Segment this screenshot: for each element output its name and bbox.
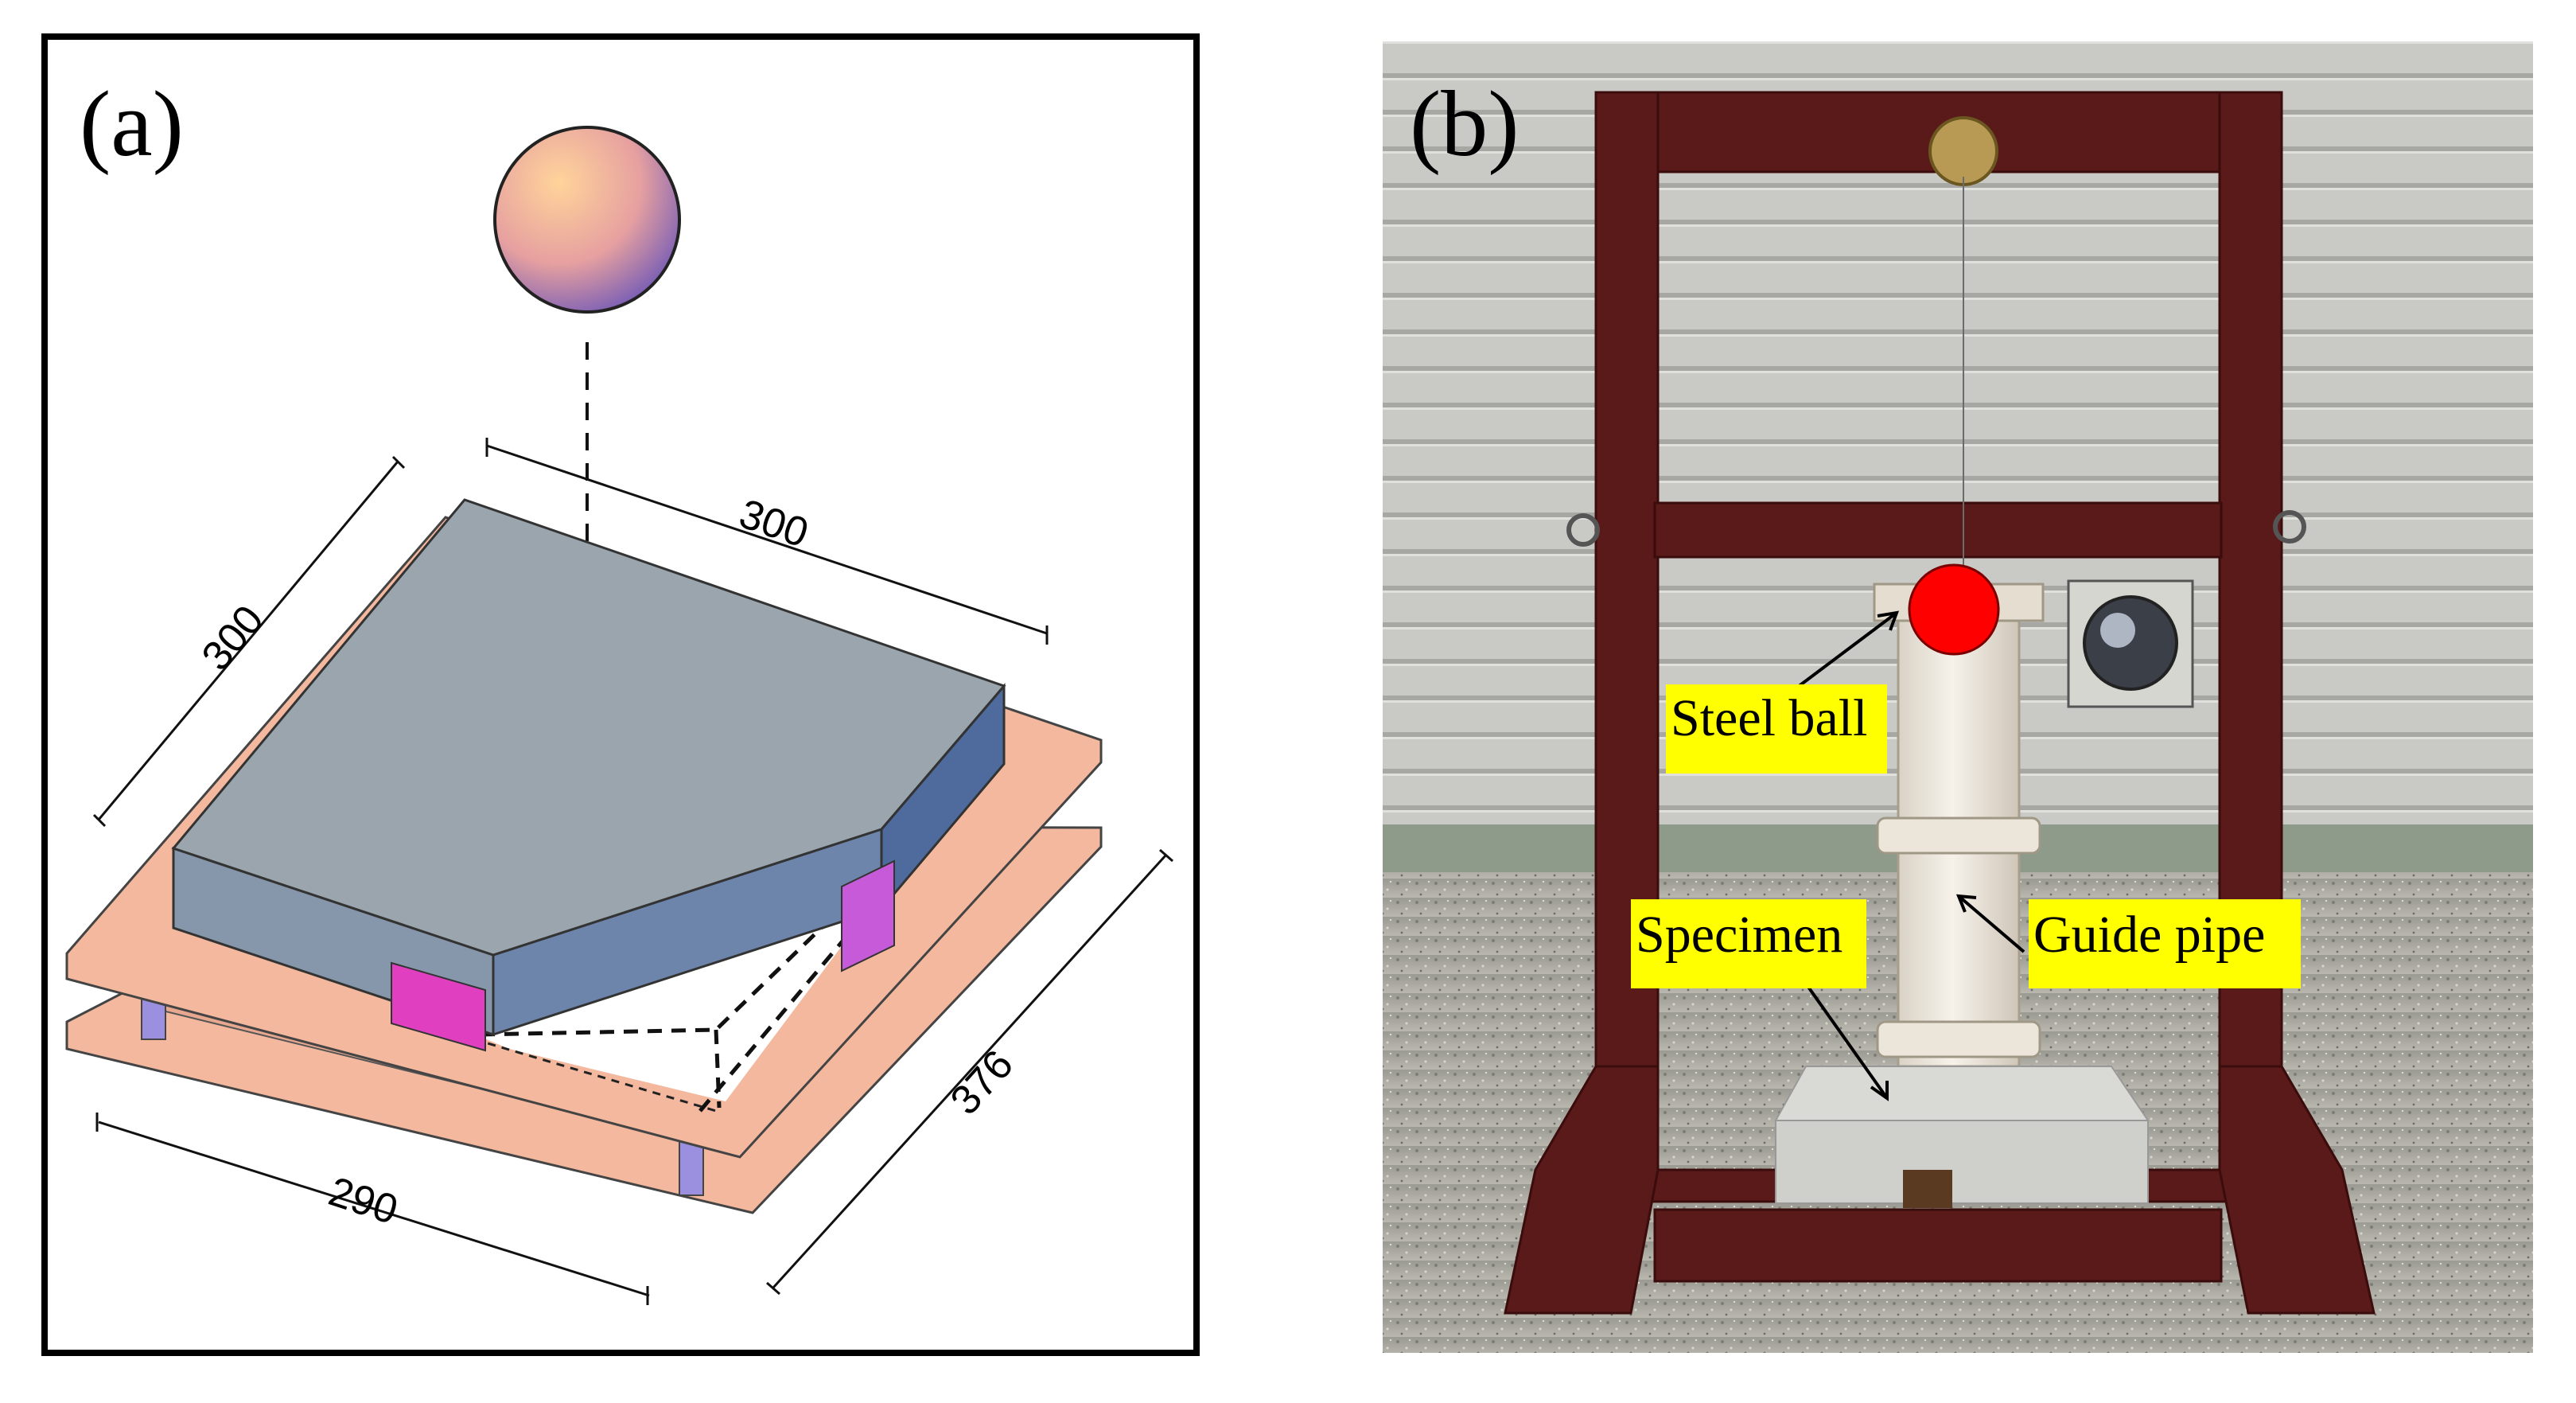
panel-a-label: (a)	[80, 72, 184, 176]
callout-steel-ball-text: Steel ball	[1671, 689, 1867, 747]
ring-left	[1566, 513, 1600, 547]
callout-steel-ball: Steel ball	[1666, 684, 1887, 774]
pad-side	[841, 859, 895, 972]
camera-reflection	[2100, 613, 2135, 648]
pipe-flange-upper	[1876, 816, 2041, 855]
callout-arrows	[1787, 610, 2025, 1101]
specimen-support-block	[1903, 1170, 1952, 1208]
callout-guide-pipe-box	[2029, 899, 2301, 988]
slab-top-face	[171, 498, 1006, 957]
callout-steel-ball-box	[1666, 684, 1887, 774]
panel-a: (a)	[41, 33, 1200, 1356]
drop-ball	[493, 126, 681, 314]
ring-right	[2273, 510, 2306, 544]
panel-b: (b)	[1383, 41, 2533, 1353]
callout-guide-pipe: Guide pipe	[2029, 899, 2301, 988]
specimen-top	[1774, 1066, 2150, 1121]
pad-front	[391, 961, 486, 1052]
callout-specimen-box	[1631, 899, 1866, 988]
camera-lens	[2083, 595, 2178, 691]
pulley	[1928, 116, 1998, 186]
dimension-lines	[92, 438, 1173, 1305]
callout-guide-pipe-text: Guide pipe	[2033, 906, 2265, 964]
pipe-flange-lower	[1876, 1020, 2041, 1058]
callout-specimen: Specimen	[1631, 899, 1866, 988]
specimen-body	[1775, 1120, 2149, 1204]
steel-ball-marker	[1908, 563, 2000, 656]
panel-b-label: (b)	[1410, 72, 1520, 176]
callout-specimen-text: Specimen	[1636, 906, 1843, 964]
